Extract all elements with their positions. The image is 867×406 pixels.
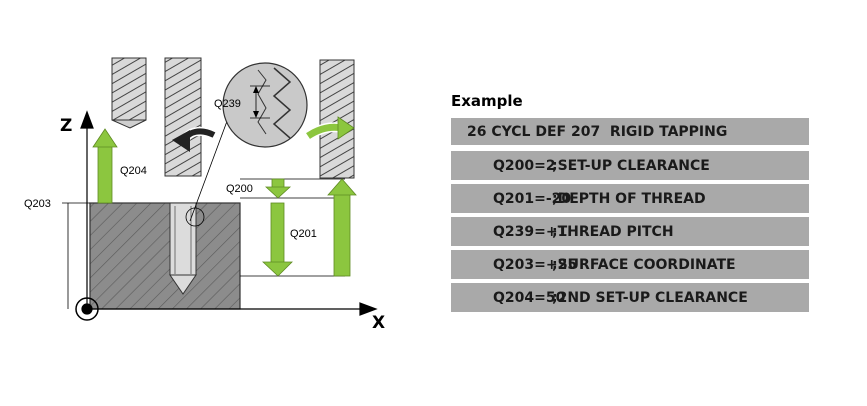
comment-q203: ;SURFACE COORDINATE	[552, 256, 736, 273]
x-axis-label: X	[372, 313, 385, 333]
code-row-q239: Q239=+1 ;THREAD PITCH	[451, 217, 809, 246]
code-q239: Q239=+1	[493, 223, 568, 240]
comment-q201: ;DEPTH OF THREAD	[552, 190, 706, 207]
code-row-q201: Q201=-20 ;DEPTH OF THREAD	[451, 184, 809, 213]
code-q200: Q200=2	[493, 157, 556, 174]
arrow-q201-down	[261, 202, 293, 277]
z-axis-label: Z	[60, 116, 72, 136]
label-q203: Q203	[24, 198, 51, 210]
code-row-q203: Q203=+25 ;SURFACE COORDINATE	[451, 250, 809, 279]
tapping-cycle-diagram: Z X	[24, 57, 385, 333]
rotation-arrow-left-icon	[172, 126, 217, 152]
comment-q200: ;SET-UP CLEARANCE	[552, 157, 710, 174]
tap-tool-right	[319, 59, 355, 179]
code-q203: Q203=+25	[493, 256, 578, 273]
code-row-cycl-def: 26 CYCL DEF 207 RIGID TAPPING	[451, 118, 809, 145]
nc-program-example: 26 CYCL DEF 207 RIGID TAPPING Q200=2 ;SE…	[451, 118, 809, 316]
code-q204: Q204=50	[493, 289, 566, 306]
tap-tool-left	[111, 57, 147, 129]
label-q204: Q204	[120, 165, 147, 177]
label-q201: Q201	[290, 228, 317, 240]
arrow-q200-down	[264, 178, 292, 199]
rotation-arrow-right-icon	[305, 116, 355, 141]
comment-q204: ;2ND SET-UP CLEARANCE	[552, 289, 748, 306]
label-q239: Q239	[214, 98, 241, 110]
arrow-retract-up	[327, 178, 357, 277]
tap-tool-center	[164, 57, 202, 177]
code-cycl-def: 26 CYCL DEF 207 RIGID TAPPING	[467, 123, 728, 140]
example-title: Example	[451, 92, 523, 110]
comment-q239: ;THREAD PITCH	[552, 223, 674, 240]
dimension-lines	[62, 104, 345, 309]
thread-magnifier	[222, 62, 308, 148]
code-row-q204: Q204=50 ;2ND SET-UP CLEARANCE	[451, 283, 809, 312]
label-q200: Q200	[226, 183, 253, 195]
code-row-q200: Q200=2 ;SET-UP CLEARANCE	[451, 151, 809, 180]
workpiece	[89, 202, 241, 310]
code-q201: Q201=-20	[493, 190, 572, 207]
axes	[75, 110, 378, 321]
arrow-q204-up	[92, 128, 118, 204]
